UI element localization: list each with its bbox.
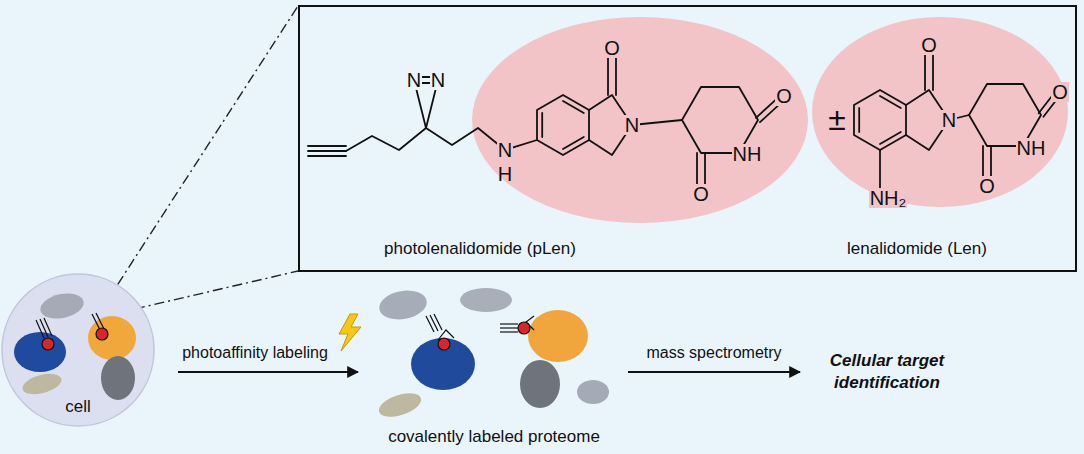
target-label: Cellular target identification bbox=[812, 350, 962, 394]
atom-label: NH bbox=[1016, 138, 1047, 158]
lightning-bolt bbox=[339, 314, 361, 351]
process-arrow bbox=[178, 371, 358, 373]
atom-label: O bbox=[1051, 82, 1069, 102]
zoom-line bbox=[96, 6, 298, 318]
atom-label: N bbox=[497, 140, 513, 160]
structure-box: photolenalidomide (pLen) ± lenalidomide (L… bbox=[298, 5, 1077, 272]
proteome-label: covalently labeled proteome bbox=[368, 426, 620, 448]
atom-label: O bbox=[603, 38, 621, 58]
target-node: Cellular target identification bbox=[812, 350, 962, 394]
atom-label: O bbox=[978, 176, 996, 196]
proteome-node: covalently labeled proteome bbox=[368, 280, 620, 448]
atom-label: N bbox=[941, 110, 957, 130]
atom-label: NH₂ bbox=[869, 188, 908, 208]
atom-label: H bbox=[497, 164, 513, 184]
highlight-ellipse bbox=[812, 17, 1068, 207]
atom-label: N bbox=[624, 115, 640, 135]
cell-node: cell bbox=[0, 272, 156, 428]
proteome-illustration bbox=[376, 287, 609, 421]
arrow-label: mass spectrometry bbox=[646, 343, 781, 362]
atom-label: N bbox=[406, 70, 422, 90]
atom-label: O bbox=[692, 184, 710, 204]
compound-name: photolenalidomide (pLen) bbox=[384, 238, 576, 260]
plus-minus-sign: ± bbox=[828, 99, 846, 141]
compound-name: lenalidomide (Len) bbox=[847, 238, 987, 260]
highlight-ellipse bbox=[472, 17, 808, 223]
process-arrow bbox=[628, 371, 800, 373]
atom-label: NH bbox=[732, 144, 763, 164]
atom-label: O bbox=[920, 35, 938, 55]
atom-label: N bbox=[430, 70, 446, 90]
chemical-structure bbox=[308, 50, 1060, 192]
atom-label: O bbox=[775, 86, 793, 106]
cell-label: cell bbox=[0, 396, 156, 418]
arrow-label: photoaffinity labeling bbox=[182, 343, 328, 362]
